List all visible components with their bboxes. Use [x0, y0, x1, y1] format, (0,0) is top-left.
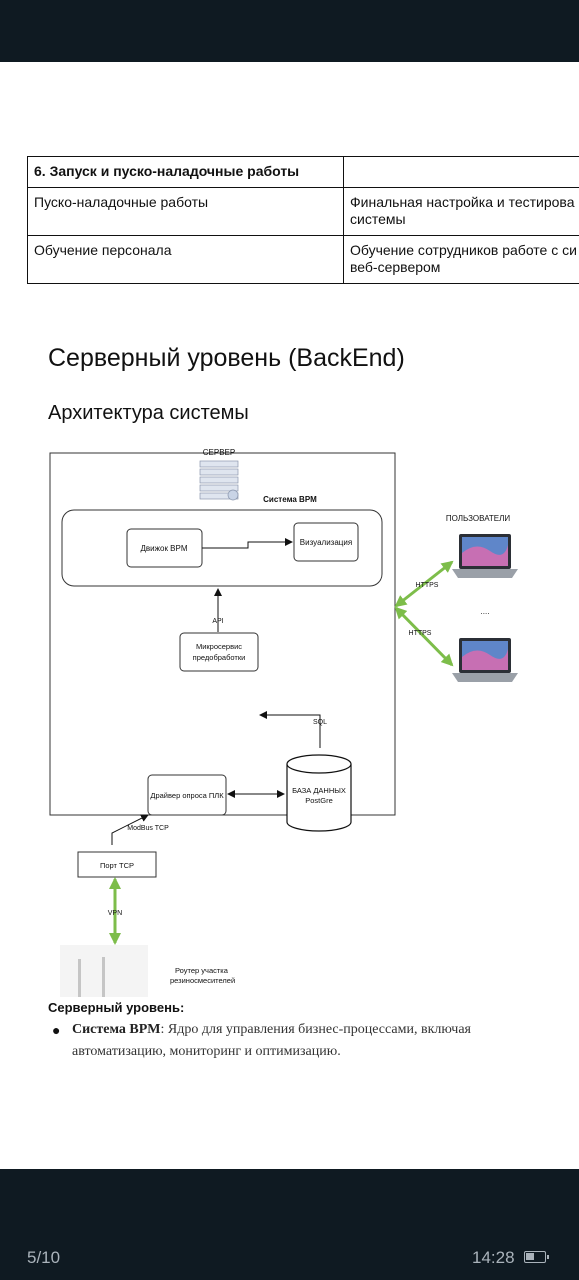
database-label: БАЗА ДАННЫХ	[292, 786, 346, 795]
table-section-row: 6. Запуск и пуско-наладочные работы	[27, 156, 579, 188]
driver-label: Драйвер опроса ПЛК	[150, 791, 224, 800]
bottom-status-bar	[0, 1169, 579, 1280]
clock: 14:28	[472, 1248, 515, 1267]
microservice-box	[179, 632, 259, 672]
modbus-arrow	[111, 814, 149, 845]
table-row: Пуско-наладочные работы Финальная настро…	[27, 187, 579, 236]
port-label: Порт TCP	[100, 861, 134, 870]
vpn-label: VPN	[108, 910, 122, 917]
battery-icon	[524, 1251, 549, 1263]
backend-heading: Серверный уровень (BackEnd)	[48, 344, 405, 372]
bullet-item: ● Система BPM: Ядро для управления бизне…	[52, 1019, 562, 1063]
bullet-term: Система BPM	[72, 1022, 161, 1037]
stage-cell: Пуско-наладочные работы	[27, 187, 344, 236]
bullet-dot: ●	[52, 1022, 61, 1038]
https-arrow-top	[394, 560, 454, 608]
laptop-icon	[452, 534, 518, 578]
port-box	[77, 851, 157, 878]
microservice-label: предобработки	[193, 653, 246, 662]
sql-label: SQL	[313, 719, 327, 726]
section-title-cell: 6. Запуск и пуско-наладочные работы	[27, 156, 344, 188]
https-arrow-bottom	[394, 606, 454, 667]
engine-label: Движок BPM	[141, 544, 188, 553]
top-status-bar	[0, 0, 579, 62]
table-row: Обучение персонала Обучение сотрудников …	[27, 235, 579, 284]
driver-box	[147, 774, 227, 816]
router-image	[60, 945, 148, 997]
stage-cell: Обучение персонала	[27, 235, 344, 284]
https-label: HTTPS	[416, 582, 439, 589]
work-plan-table: 6. Запуск и пуско-наладочные работы Пуск…	[27, 156, 579, 284]
microservice-label: Микросервис	[196, 642, 242, 651]
description-line: веб-сервером	[350, 259, 441, 275]
description-line: Обучение сотрудников работе с си	[350, 242, 577, 258]
server-label: СЕРВЕР	[203, 448, 235, 457]
server-icon	[199, 460, 239, 501]
database-icon	[286, 754, 352, 832]
empty-cell	[343, 156, 579, 188]
database-label: PostGre	[305, 796, 333, 805]
description-line: системы	[350, 211, 406, 227]
engine-to-visualization-arrow	[202, 538, 293, 549]
visualization-box	[293, 522, 359, 562]
router-label: Роутер участка	[175, 966, 229, 975]
architecture-heading: Архитектура системы	[48, 402, 249, 424]
description-line: Финальная настройка и тестирова	[350, 194, 575, 210]
architecture-diagram: СЕРВЕР Система BPM Движок BPM Визуализац…	[49, 448, 518, 997]
visualization-label: Визуализация	[300, 538, 352, 547]
page-indicator: 5/10	[27, 1248, 61, 1267]
sql-arrow	[259, 711, 321, 748]
battery-level	[526, 1253, 534, 1260]
more-users-dots: ....	[481, 607, 490, 616]
document-page[interactable]: 6. Запуск и пуско-наладочные работы Пуск…	[0, 62, 579, 1169]
server-section-heading: Серверный уровень:	[48, 1000, 185, 1015]
https-label: HTTPS	[409, 630, 432, 637]
bpm-container	[61, 509, 383, 587]
system-label: Система BPM	[263, 495, 317, 504]
router-label: резиносмесителей	[170, 976, 235, 985]
laptop-icon	[452, 638, 518, 682]
modbus-label: ModBus TCP	[127, 825, 169, 832]
api-label: API	[212, 618, 223, 625]
users-label: ПОЛЬЗОВАТЕЛИ	[446, 514, 511, 523]
bullet-text: : Ядро для управления бизнес-процессами,…	[72, 1022, 471, 1059]
